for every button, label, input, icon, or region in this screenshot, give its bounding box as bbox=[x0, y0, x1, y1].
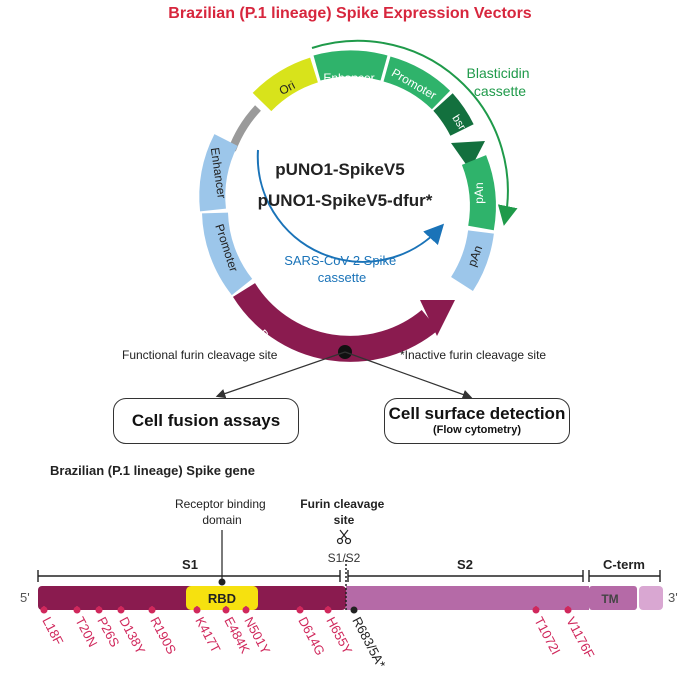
mutation-label: V1176F bbox=[563, 614, 597, 660]
mutation-label: L18F bbox=[39, 614, 66, 647]
tm-label: TM bbox=[601, 592, 618, 606]
arrow-to-surface bbox=[344, 351, 473, 400]
gene-s2-bar bbox=[346, 586, 589, 610]
mutation-dot bbox=[95, 606, 103, 614]
mutation-dot bbox=[350, 606, 358, 614]
plasmid-name-2: pUNO1-SpikeV5-dfur* bbox=[258, 191, 433, 210]
plasmid-backbone bbox=[228, 105, 261, 152]
label-enhancer-green: Enhancer bbox=[323, 71, 374, 85]
mutation-dot bbox=[296, 606, 304, 614]
fusion-assay-label: Cell fusion assays bbox=[131, 411, 281, 430]
plasmid-map: Ori Enhancer Promoter bsr pAn pAn Brazil… bbox=[199, 39, 534, 380]
rbd-label: RBD bbox=[208, 591, 236, 606]
mutation-dot bbox=[222, 606, 230, 614]
end-3prime: 3' bbox=[668, 590, 678, 605]
scissors-icon bbox=[336, 529, 352, 545]
segment-spike-gene bbox=[232, 282, 439, 362]
segment-ori bbox=[252, 57, 319, 112]
mutation-dot bbox=[532, 606, 540, 614]
furin-annotation: Furin cleavage site bbox=[300, 497, 387, 527]
spike-arrowhead bbox=[420, 300, 455, 336]
mutation-dot bbox=[242, 606, 250, 614]
mutation-dot bbox=[40, 606, 48, 614]
mutation-dot bbox=[73, 606, 81, 614]
segment-enhancer-blue bbox=[199, 134, 238, 212]
mutation-label: D138Y bbox=[116, 614, 148, 656]
plasmid-name-1: pUNO1-SpikeV5 bbox=[275, 160, 404, 179]
segment-pan-green bbox=[461, 155, 496, 231]
mutation-label: K417T bbox=[192, 614, 223, 655]
mutation-dot bbox=[193, 606, 201, 614]
blasticidin-label: Blasticidin cassette bbox=[467, 65, 534, 99]
flow-cytometry-label: (Flow cytometry) bbox=[432, 424, 521, 436]
inactive-furin-label: *Inactive furin cleavage site bbox=[400, 348, 546, 362]
segment-pan-blue bbox=[450, 229, 494, 292]
surface-detection-label: Cell surface detection bbox=[388, 404, 566, 423]
gene-cterm-tail bbox=[639, 586, 663, 610]
label-pan-blue: pAn bbox=[465, 244, 485, 269]
mutation-label: T1072I bbox=[531, 614, 563, 657]
segment-promoter-green bbox=[383, 56, 451, 110]
page-title: Brazilian (P.1 lineage) Spike Expression… bbox=[168, 5, 532, 22]
gene-title: Brazilian (P.1 lineage) Spike gene bbox=[50, 463, 255, 478]
arrow-to-fusion bbox=[215, 351, 346, 399]
mutation-label: D614G bbox=[295, 614, 328, 657]
blasticidin-arrow bbox=[311, 39, 518, 226]
mutation-dot bbox=[148, 606, 156, 614]
gene-tm-bar bbox=[589, 586, 637, 610]
segment-promoter-blue bbox=[202, 212, 253, 296]
segment-bsr bbox=[433, 93, 474, 137]
mutation-dot bbox=[117, 606, 125, 614]
fusion-assay-box: Cell fusion assays bbox=[113, 398, 299, 444]
surface-detection-box: Cell surface detection (Flow cytometry) bbox=[384, 398, 570, 444]
region-s2-label: S2 bbox=[457, 557, 473, 572]
end-5prime: 5' bbox=[20, 590, 30, 605]
rbd-pointer-dot bbox=[218, 578, 226, 586]
mutation-dot bbox=[564, 606, 572, 614]
spike-cassette-arrow bbox=[256, 149, 445, 263]
mutation-label: R683/5A* bbox=[349, 614, 388, 670]
region-s1-label: S1 bbox=[182, 557, 198, 572]
region-cterm-label: C-term bbox=[603, 557, 645, 572]
functional-furin-label: Functional furin cleavage site bbox=[122, 348, 278, 362]
rbd-annotation: Receptor binding domain bbox=[175, 497, 269, 527]
segment-enhancer-green bbox=[313, 50, 388, 81]
bsr-arrowhead bbox=[451, 141, 485, 170]
mutation-label: R190S bbox=[147, 614, 179, 656]
label-pan-green: pAn bbox=[472, 182, 486, 203]
rbd-box bbox=[186, 586, 258, 610]
spike-cassette-label: SARS-CoV-2 Spike cassette bbox=[284, 253, 400, 285]
region-brackets bbox=[37, 570, 661, 582]
s1s2-label: S1/S2 bbox=[328, 551, 361, 565]
label-ori: Ori bbox=[277, 78, 298, 98]
mutation-dot bbox=[324, 606, 332, 614]
